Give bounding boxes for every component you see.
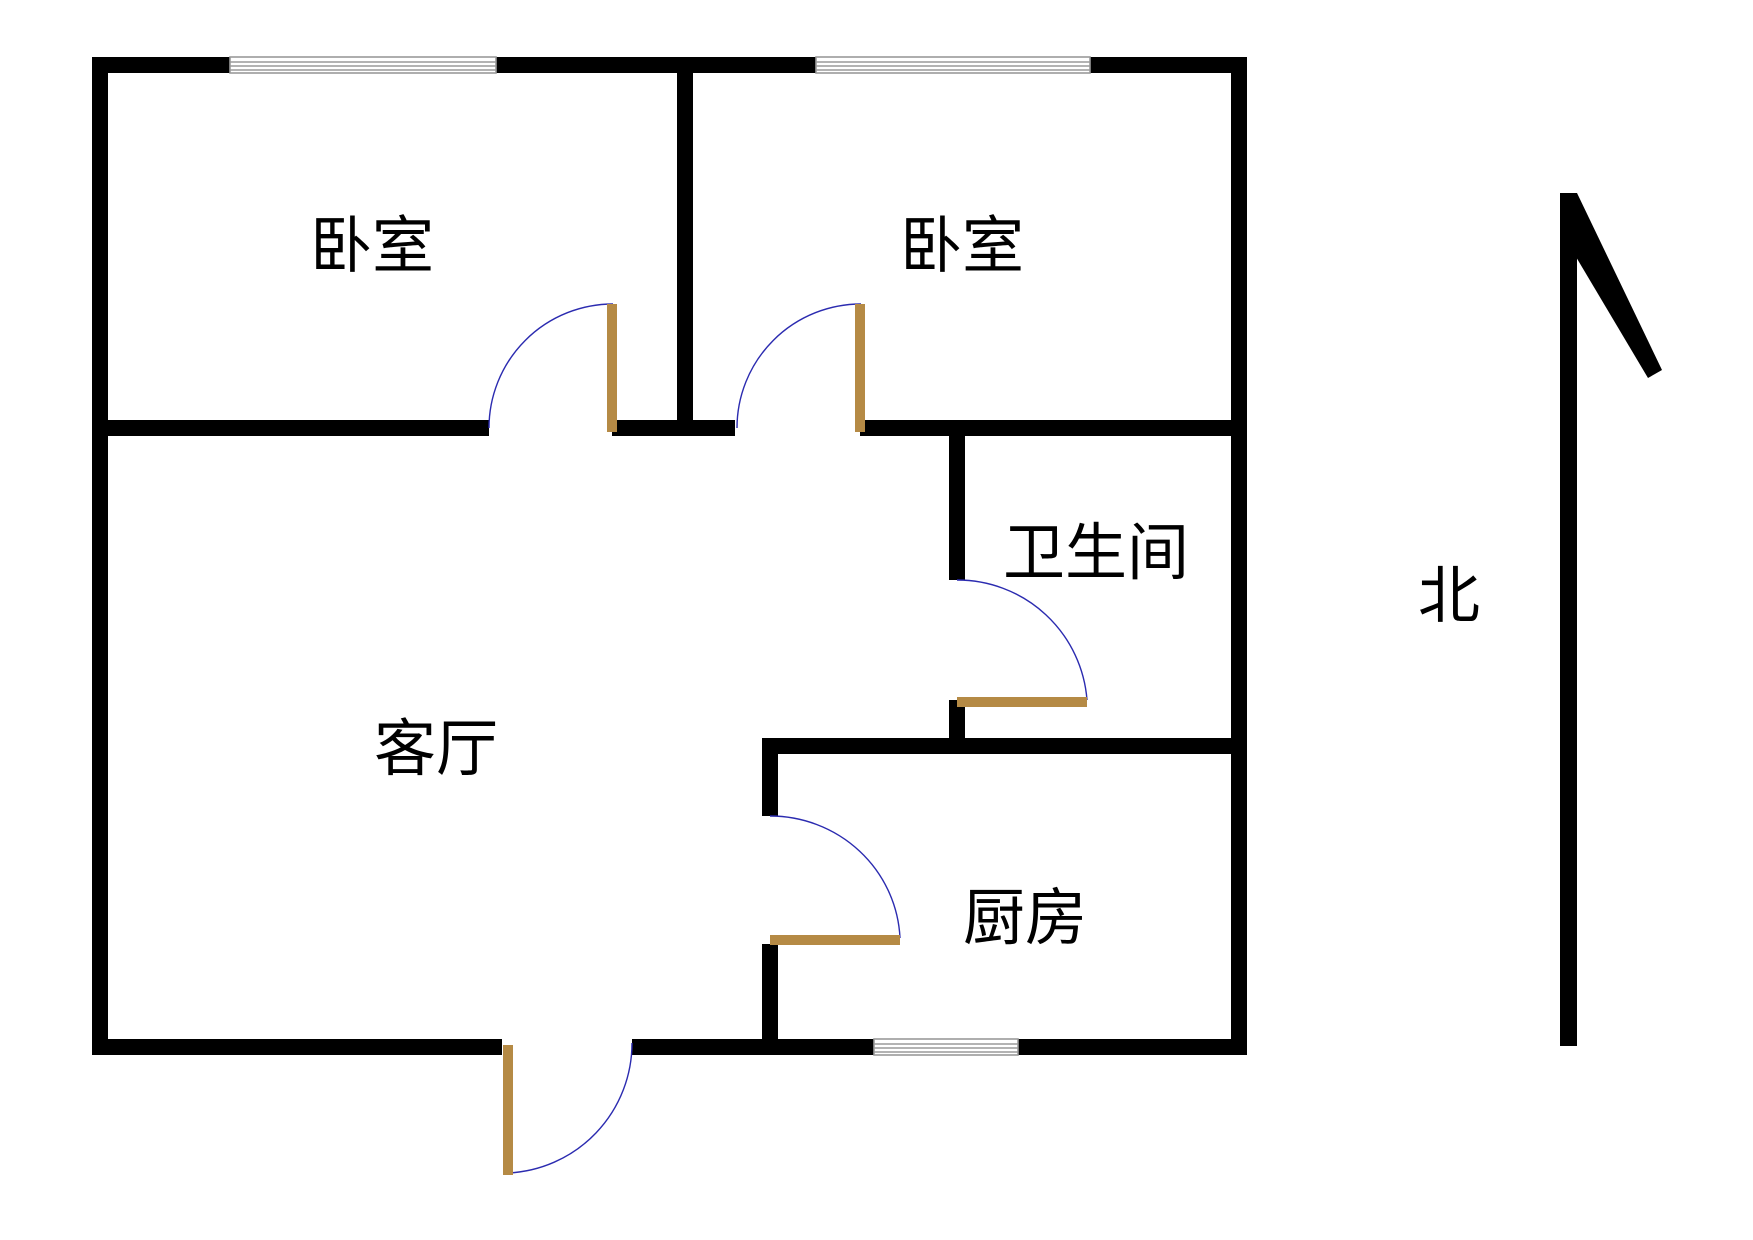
wall-bedroom-bottom-c xyxy=(860,420,1247,436)
windows xyxy=(229,56,1091,1056)
door-bathroom xyxy=(956,579,1088,707)
door-bedroom-1 xyxy=(488,303,617,432)
outer-wall-top-left xyxy=(92,57,230,73)
room-label-living-room: 客厅 xyxy=(374,712,498,785)
wall-bedroom-bottom-b xyxy=(612,420,735,436)
wall-bedroom-divider xyxy=(677,57,693,435)
room-label-bedroom-1: 卧室 xyxy=(310,209,434,282)
doors xyxy=(488,303,1088,1175)
wall-kitchen-left-upper xyxy=(762,738,778,816)
outer-wall-top-mid xyxy=(496,57,816,73)
wall-bathroom-left-upper xyxy=(949,436,965,580)
wall-bedroom-bottom-a xyxy=(92,420,489,436)
outer-wall-top-right xyxy=(1090,57,1247,73)
door-entrance xyxy=(503,1042,633,1175)
walls xyxy=(92,57,1247,1055)
window-bedroom-2 xyxy=(815,56,1091,74)
outer-wall-right xyxy=(1231,57,1247,1055)
door-bedroom-2 xyxy=(736,303,865,432)
north-compass: 北 xyxy=(1418,193,1662,1046)
door-swing-arc xyxy=(736,303,862,429)
room-labels: 卧室 卧室 卫生间 客厅 厨房 xyxy=(310,209,1189,954)
door-swing-arc xyxy=(769,815,901,939)
wall-bathroom-kitchen xyxy=(762,738,1247,754)
outer-wall-left xyxy=(92,57,108,1055)
north-arrow-icon xyxy=(1560,193,1662,1046)
door-swing-arc xyxy=(488,303,614,429)
window-kitchen xyxy=(873,1038,1019,1056)
door-leaf xyxy=(855,304,865,432)
door-swing-arc xyxy=(956,579,1088,701)
north-label: 北 xyxy=(1418,559,1480,632)
door-leaf xyxy=(607,304,617,432)
door-leaf xyxy=(957,697,1087,707)
outer-wall-bottom-mid xyxy=(632,1039,874,1055)
wall-bathroom-left-lower xyxy=(949,700,965,744)
outer-wall-bottom-right xyxy=(1018,1039,1247,1055)
door-leaf xyxy=(503,1045,513,1175)
window-bedroom-1 xyxy=(229,56,497,74)
outer-wall-bottom-left xyxy=(92,1039,502,1055)
door-kitchen xyxy=(769,815,901,945)
room-label-kitchen: 厨房 xyxy=(963,881,1087,954)
room-label-bathroom: 卫生间 xyxy=(1003,516,1189,589)
door-leaf xyxy=(770,935,900,945)
wall-kitchen-left-lower xyxy=(762,944,778,1055)
room-label-bedroom-2: 卧室 xyxy=(900,209,1024,282)
door-swing-arc xyxy=(507,1042,633,1174)
